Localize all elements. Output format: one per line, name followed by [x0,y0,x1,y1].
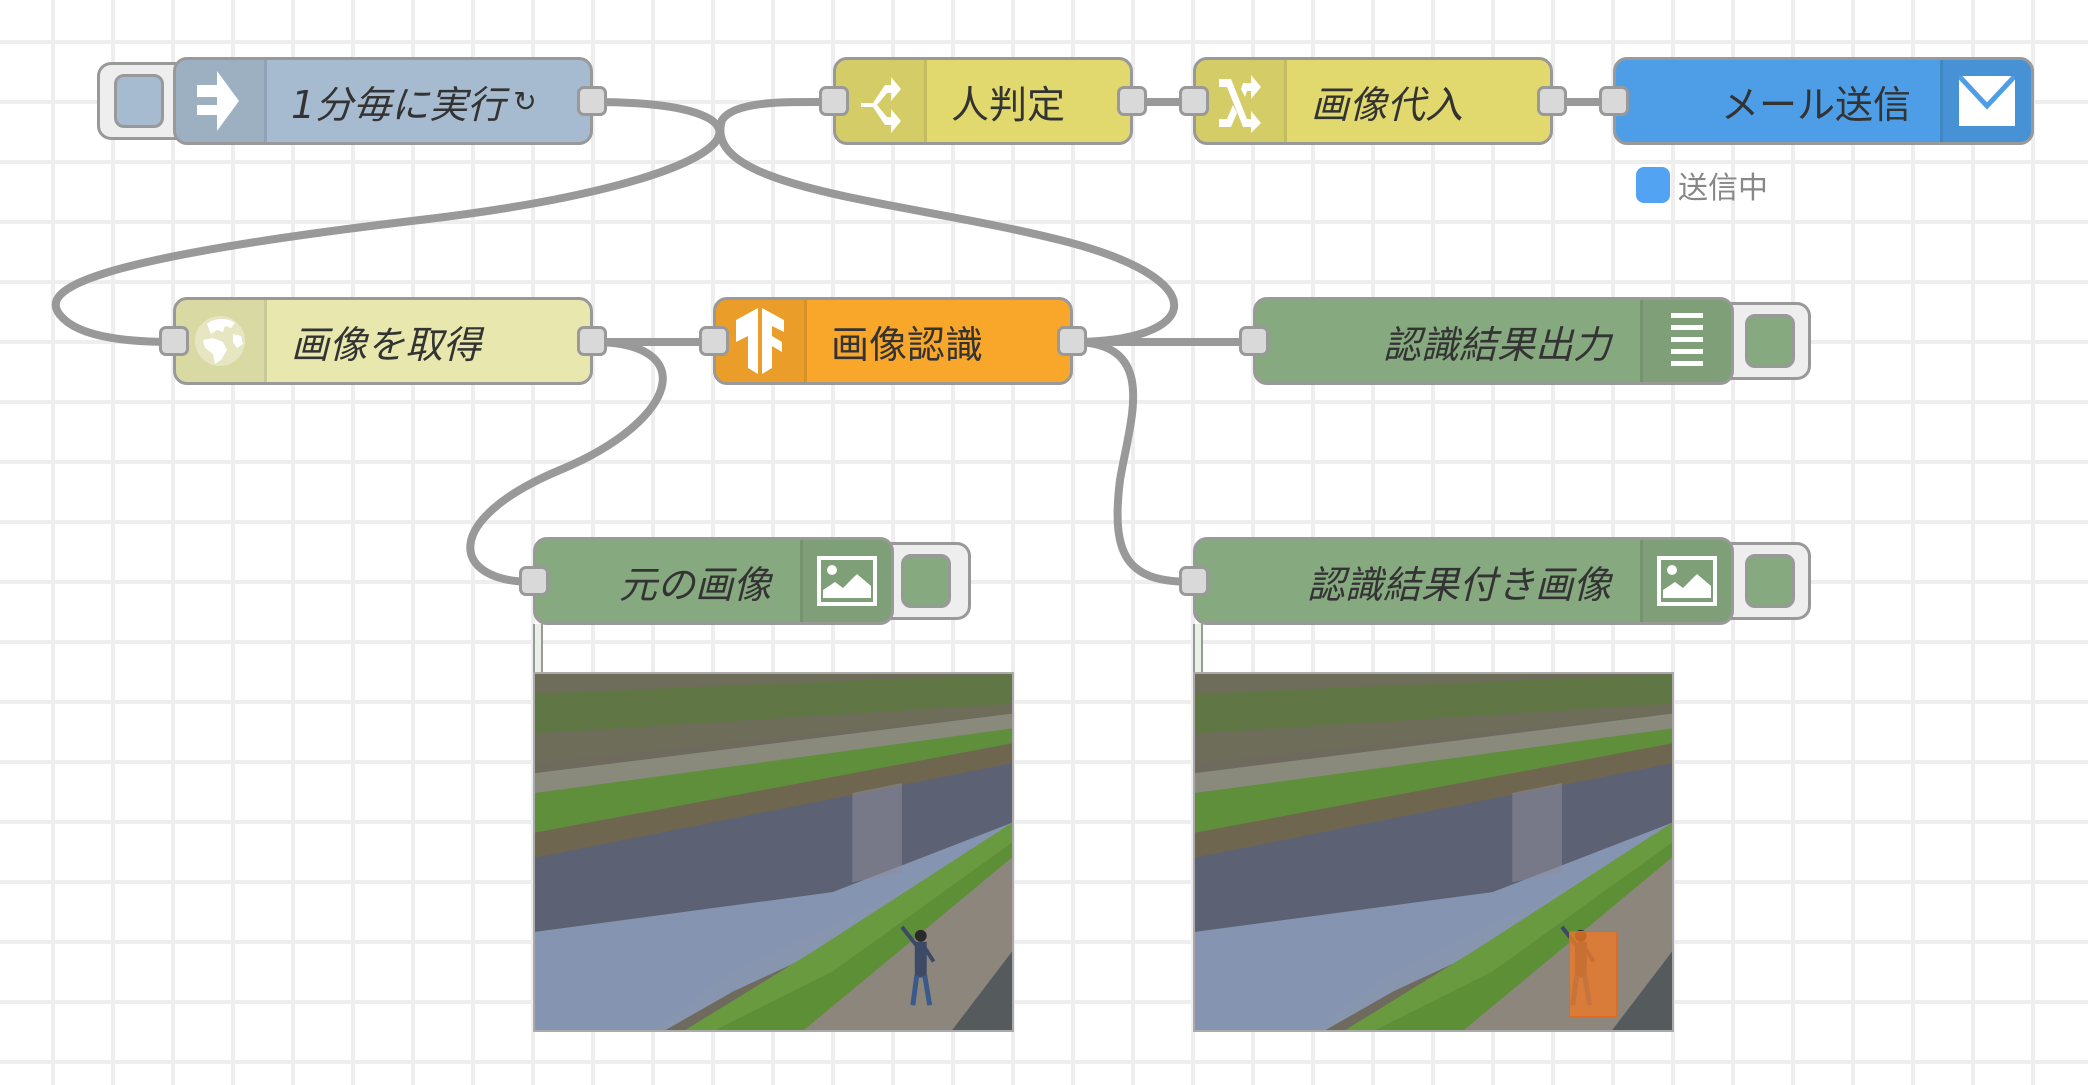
inject-output-port[interactable] [577,86,607,116]
debug-input-port[interactable] [1239,326,1269,356]
debug-list-icon [1640,300,1731,382]
email-input-port[interactable] [1599,86,1629,116]
node-http-label: 画像を取得 [291,322,482,367]
image-original-toggle-button[interactable] [891,542,971,620]
node-debug[interactable]: 認識結果出力 [1239,297,1734,385]
tf-input-port[interactable] [699,326,729,356]
person-figure [900,925,936,1006]
node-http[interactable]: 画像を取得 [159,297,607,385]
wire-tf-to-image-result [1072,338,1194,586]
debug-toggle-button[interactable] [1731,302,1811,380]
switch-input-port[interactable] [819,86,849,116]
change-input-port[interactable] [1179,86,1209,116]
image-result-toggle-inner[interactable] [1745,554,1795,608]
tf-output-port[interactable] [1057,326,1087,356]
inject-trigger-button-inner[interactable] [114,74,164,128]
node-change-label: 画像代入 [1311,82,1464,127]
node-debug-label: 認識結果出力 [1382,322,1611,367]
image-original-input-port[interactable] [519,566,549,596]
envelope-icon [1940,60,2031,142]
shuffle-icon [1196,60,1287,142]
image-preview-original [533,672,1014,1032]
preview-connector [533,624,543,674]
node-image-original-label: 元の画像 [618,562,771,607]
image-result-toggle-button[interactable] [1731,542,1811,620]
image-original-toggle-inner[interactable] [901,554,951,608]
image-result-input-port[interactable] [1179,566,1209,596]
node-email-label: メール送信 [1720,82,1911,127]
node-tensorflow-label: 画像認識 [831,322,984,367]
globe-icon [176,300,267,382]
river-scene-image [535,674,1012,1030]
change-output-port[interactable] [1537,86,1567,116]
image-icon [1640,540,1731,622]
node-image-original[interactable]: 元の画像 [519,537,894,625]
switch-icon [836,60,927,142]
node-email[interactable]: メール送信 [1599,57,2034,145]
http-input-port[interactable] [159,326,189,356]
node-change[interactable]: 画像代入 [1179,57,1567,145]
node-switch[interactable]: 人判定 [819,57,1147,145]
detection-bounding-box [1569,931,1617,1017]
node-inject[interactable]: 1分毎に実行↻ [173,57,607,145]
status-dot-icon [1636,167,1670,203]
node-image-result-label: 認識結果付き画像 [1306,562,1611,607]
http-output-port[interactable] [577,326,607,356]
debug-toggle-button-inner[interactable] [1745,314,1795,368]
preview-connector [1193,624,1203,674]
email-status: 送信中 [1636,163,1768,207]
inject-trigger-button[interactable] [97,62,177,140]
email-status-text: 送信中 [1678,171,1768,206]
repeat-icon: ↻ [513,84,537,118]
image-preview-result [1193,672,1674,1032]
switch-output-port[interactable] [1117,86,1147,116]
tensorflow-icon [716,300,807,382]
arrow-in-icon [176,60,267,142]
node-inject-label: 1分毎に実行↻ [291,82,537,127]
node-switch-label: 人判定 [951,82,1066,127]
node-image-result[interactable]: 認識結果付き画像 [1179,537,1734,625]
node-tensorflow[interactable]: 画像認識 [699,297,1087,385]
image-icon [800,540,891,622]
